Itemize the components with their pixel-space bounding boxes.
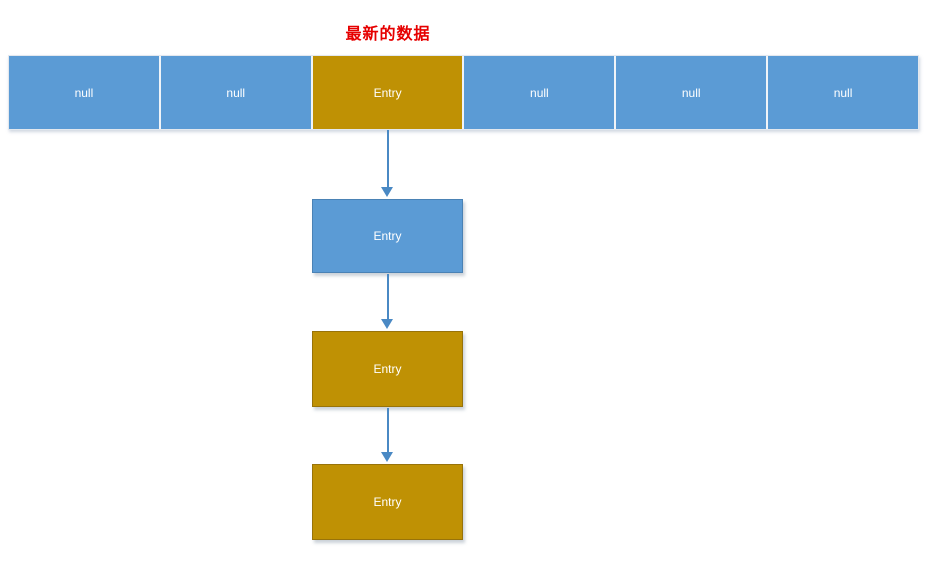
entry-node: Entry	[312, 464, 463, 540]
array-cell-label: null	[681, 85, 701, 100]
array-cell-label: null	[833, 85, 853, 100]
entry-node: Entry	[312, 199, 463, 273]
arrow-down-icon	[381, 274, 394, 329]
array-cell-label: Entry	[373, 85, 402, 100]
array-cell-label: null	[530, 85, 549, 100]
array-cell: null	[9, 56, 161, 129]
arrow-head	[381, 452, 393, 462]
arrow-line	[386, 130, 389, 189]
arrow-head	[381, 187, 393, 197]
entry-node-label: Entry	[373, 229, 402, 243]
arrow-head	[381, 319, 393, 329]
entry-node: Entry	[312, 331, 463, 407]
array-cell: null	[768, 56, 918, 129]
entry-node-label: Entry	[373, 495, 402, 509]
arrow-down-icon	[381, 130, 394, 197]
array-cell: null	[160, 56, 313, 129]
diagram-title: 最新的数据	[345, 26, 431, 43]
array-cell-label: null	[226, 85, 246, 100]
arrow-line	[386, 274, 389, 321]
array-cell-entry: Entry	[312, 56, 465, 129]
arrow-line	[386, 408, 389, 454]
arrow-down-icon	[381, 408, 394, 462]
array-cell: null	[464, 56, 617, 129]
array-cell-label: null	[74, 85, 94, 100]
entry-node-label: Entry	[373, 362, 402, 376]
bucket-array: null null Entry null null null	[8, 55, 919, 130]
array-cell: null	[616, 56, 769, 129]
